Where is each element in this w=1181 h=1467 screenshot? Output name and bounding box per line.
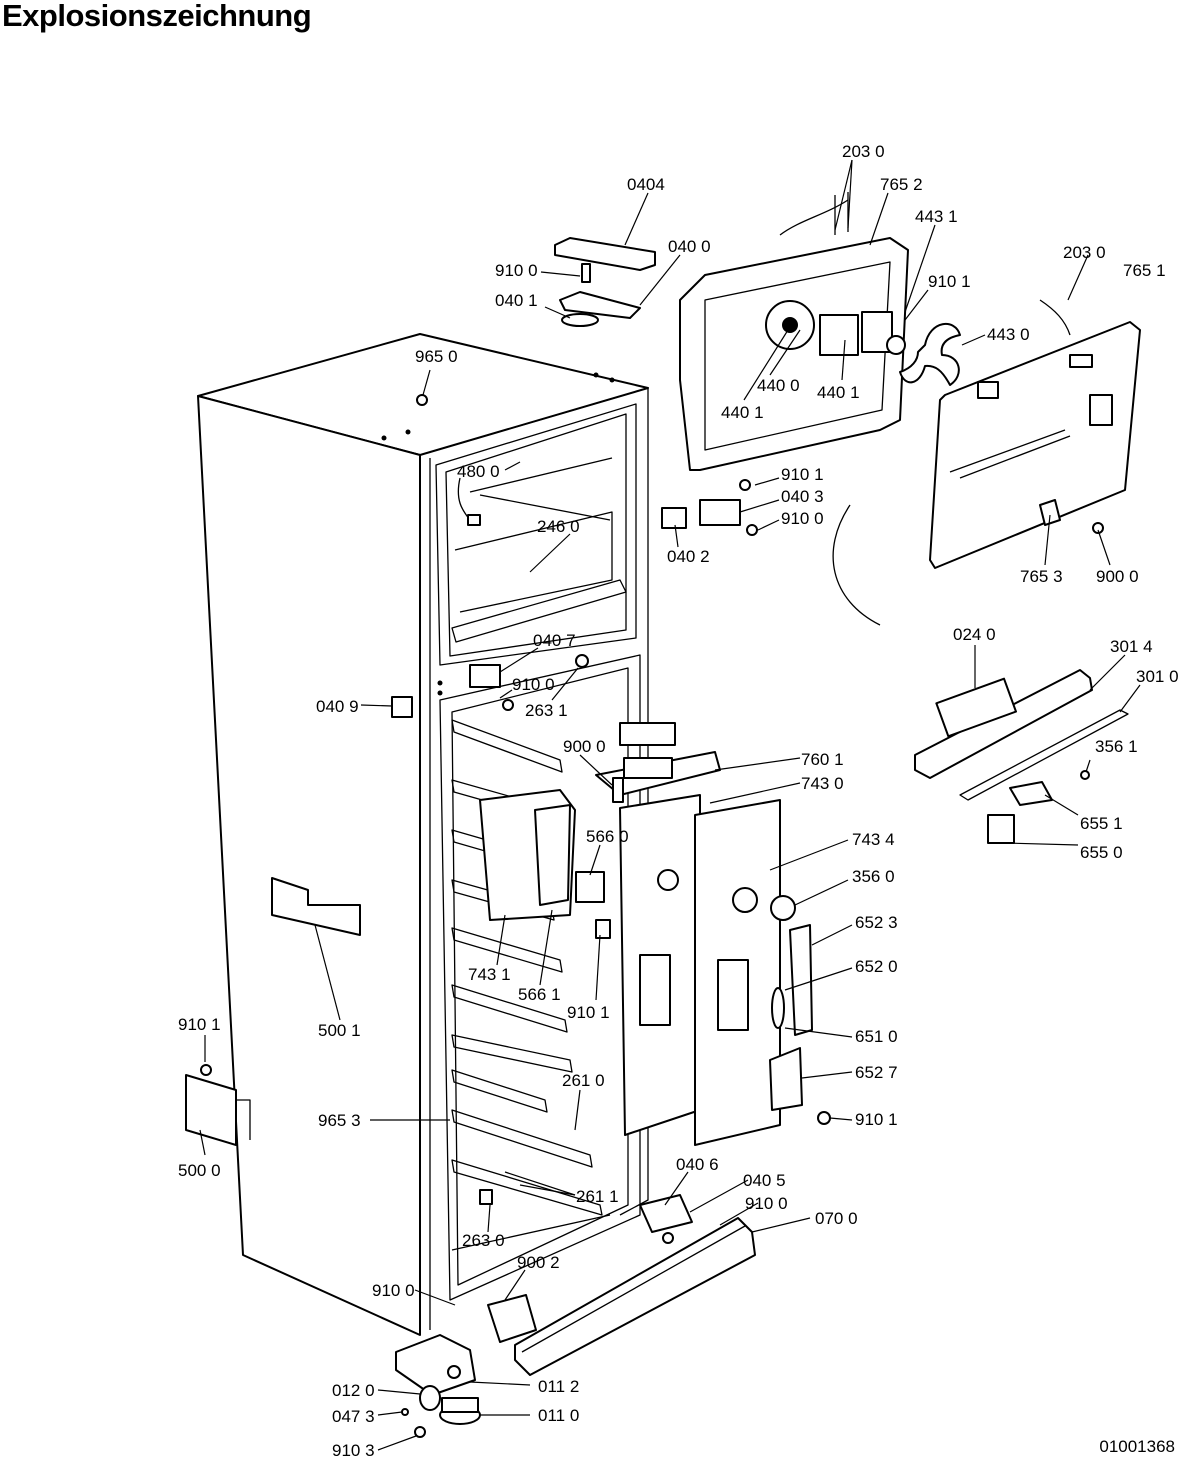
label-0407: 040 7 <box>533 631 576 650</box>
label-2630: 263 0 <box>462 1231 505 1250</box>
label-4431: 443 1 <box>915 207 958 226</box>
thermostat-assembly <box>914 669 1129 844</box>
label-9101b: 910 1 <box>781 465 824 484</box>
label-6520: 652 0 <box>855 957 898 976</box>
label-9100a: 910 0 <box>495 261 538 280</box>
label-5001: 500 1 <box>318 1021 361 1040</box>
label-0403: 040 3 <box>781 487 824 506</box>
control-housing <box>479 722 831 1146</box>
label-2460: 246 0 <box>537 517 580 536</box>
label-5660: 566 0 <box>586 827 629 846</box>
label-2030b: 203 0 <box>1063 243 1106 262</box>
label-9101a: 910 1 <box>928 272 971 291</box>
label-9650: 965 0 <box>415 347 458 366</box>
part-labels: 0404 203 0 765 2 443 1 040 0 910 0 040 1… <box>178 142 1179 1460</box>
label-4430: 443 0 <box>987 325 1030 344</box>
label-7652: 765 2 <box>880 175 923 194</box>
label-9000a: 900 0 <box>1096 567 1139 586</box>
lamp-cover-assembly <box>554 237 656 327</box>
label-9002: 900 2 <box>517 1253 560 1272</box>
leader-lines <box>199 159 1141 1451</box>
fan-housing-assembly <box>679 192 961 626</box>
label-0405: 040 5 <box>743 1171 786 1190</box>
label-9101c: 910 1 <box>567 1003 610 1022</box>
label-0400: 040 0 <box>668 237 711 256</box>
label-7651: 765 1 <box>1123 261 1166 280</box>
label-2631: 263 1 <box>525 701 568 720</box>
label-0112: 011 2 <box>538 1377 579 1396</box>
label-9101e: 910 1 <box>855 1110 898 1129</box>
label-7434: 743 4 <box>852 830 895 849</box>
label-9100e: 910 0 <box>372 1281 415 1300</box>
label-3014: 301 4 <box>1110 637 1153 656</box>
label-0401: 040 1 <box>495 291 538 310</box>
label-4800: 480 0 <box>457 462 500 481</box>
document-number: 01001368 <box>1099 1437 1175 1456</box>
label-0240: 024 0 <box>953 625 996 644</box>
label-6551: 655 1 <box>1080 814 1123 833</box>
label-0404: 0404 <box>627 175 665 194</box>
label-0120: 012 0 <box>332 1381 375 1400</box>
label-0473: 047 3 <box>332 1407 375 1426</box>
label-0700: 070 0 <box>815 1209 858 1228</box>
label-7431: 743 1 <box>468 965 511 984</box>
label-0409: 040 9 <box>316 697 359 716</box>
small-fasteners <box>391 479 758 1205</box>
label-0406: 040 6 <box>676 1155 719 1174</box>
label-6550: 655 0 <box>1080 843 1123 862</box>
label-2610: 261 0 <box>562 1071 605 1090</box>
label-5000: 500 0 <box>178 1161 221 1180</box>
label-9101d: 910 1 <box>178 1015 221 1034</box>
label-7430: 743 0 <box>801 774 844 793</box>
label-0402: 040 2 <box>667 547 710 566</box>
label-9100b: 910 0 <box>781 509 824 528</box>
label-2030a: 203 0 <box>842 142 885 161</box>
label-6510: 651 0 <box>855 1027 898 1046</box>
rear-panel <box>929 299 1141 569</box>
label-0110: 011 0 <box>538 1406 579 1425</box>
label-7601: 760 1 <box>801 750 844 769</box>
label-9000b: 900 0 <box>563 737 606 756</box>
page-title: Explosionszeichnung <box>2 0 312 33</box>
label-6523: 652 3 <box>855 913 898 932</box>
label-2611: 261 1 <box>576 1187 619 1206</box>
label-5661: 566 1 <box>518 985 561 1004</box>
label-9100c: 910 0 <box>512 675 555 694</box>
label-6527: 652 7 <box>855 1063 898 1082</box>
label-3560: 356 0 <box>852 867 895 886</box>
label-3010: 301 0 <box>1136 667 1179 686</box>
label-9103: 910 3 <box>332 1441 375 1460</box>
label-7653: 765 3 <box>1020 567 1063 586</box>
label-4400: 440 0 <box>757 376 800 395</box>
label-9100d: 910 0 <box>745 1194 788 1213</box>
label-4401a: 440 1 <box>817 383 860 402</box>
label-3561: 356 1 <box>1095 737 1138 756</box>
label-4401b: 440 1 <box>721 403 764 422</box>
label-9653: 965 3 <box>318 1111 361 1130</box>
